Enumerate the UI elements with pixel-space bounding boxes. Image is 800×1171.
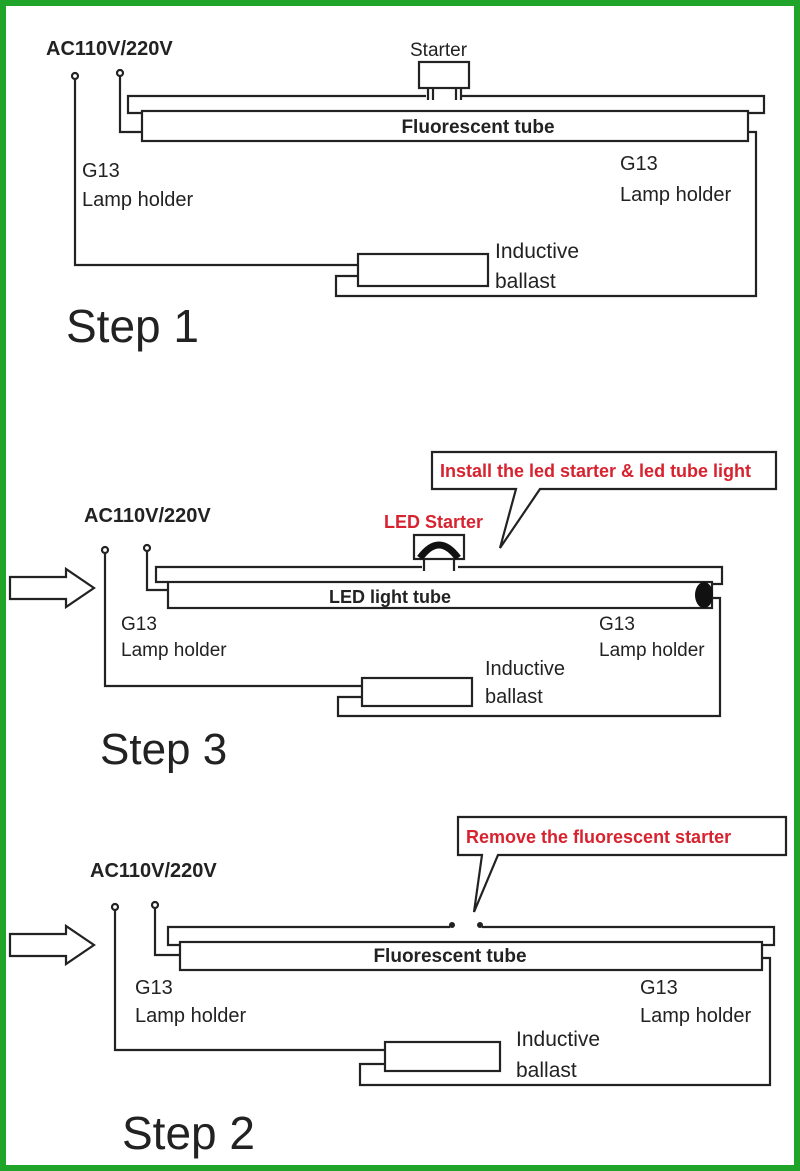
inductive-ballast bbox=[383, 1040, 502, 1073]
step-3-title: Step 3 bbox=[100, 725, 227, 774]
arrow-step-3 bbox=[8, 566, 96, 610]
wire-starter-right bbox=[458, 565, 724, 586]
left-holder-g13: G13 bbox=[121, 614, 157, 635]
inductive-ballast bbox=[360, 676, 474, 708]
callout-install bbox=[430, 450, 778, 549]
power-label: AC110V/220V bbox=[84, 505, 211, 527]
starter bbox=[417, 60, 471, 90]
wire-ac-to-tube bbox=[153, 908, 180, 957]
power-terminal-right bbox=[115, 68, 125, 78]
callout-remove-text: Remove the fluorescent starter bbox=[466, 827, 731, 847]
power-terminal-left bbox=[100, 545, 110, 555]
led-starter-dome bbox=[417, 541, 461, 561]
power-terminal-left bbox=[70, 71, 80, 81]
ballast-label-2: ballast bbox=[495, 270, 556, 293]
wire-starter-left-open bbox=[166, 925, 450, 947]
ballast-label-2: ballast bbox=[485, 686, 543, 708]
step-2-title: Step 2 bbox=[122, 1107, 255, 1159]
starter-contact-right bbox=[477, 922, 483, 928]
wire-ac-to-tube bbox=[118, 76, 142, 134]
wire-ac-to-ballast bbox=[103, 553, 362, 688]
right-holder-g13: G13 bbox=[599, 614, 635, 635]
wire-tube-to-ballast bbox=[358, 956, 772, 1087]
callout-remove bbox=[456, 815, 788, 913]
tube-label: Fluorescent tube bbox=[373, 946, 526, 967]
led-starter-pins bbox=[422, 559, 456, 571]
ballast-label-1: Inductive bbox=[516, 1028, 600, 1051]
led-starter-label: LED Starter bbox=[384, 512, 483, 532]
power-terminal-right bbox=[142, 543, 152, 553]
right-holder-label: Lamp holder bbox=[640, 1005, 752, 1027]
ballast-label-2: ballast bbox=[516, 1059, 577, 1082]
fluorescent-tube bbox=[140, 109, 750, 143]
tube-label: LED light tube bbox=[329, 587, 451, 607]
wire-starter-left bbox=[154, 565, 422, 584]
power-label: AC110V/220V bbox=[90, 860, 217, 882]
wire-tube-to-ballast bbox=[334, 130, 758, 298]
right-holder-label: Lamp holder bbox=[620, 184, 732, 206]
starter-label: Starter bbox=[410, 40, 468, 61]
left-holder-g13: G13 bbox=[135, 977, 173, 999]
wire-starter-right-open bbox=[482, 925, 776, 947]
right-holder-label: Lamp holder bbox=[599, 640, 705, 661]
step-3-diagram: Install the led starter & led tube light… bbox=[8, 450, 778, 774]
power-terminal-right bbox=[150, 900, 160, 910]
step-1-title: Step 1 bbox=[66, 300, 199, 352]
fluorescent-tube bbox=[178, 940, 764, 972]
starter-contact-left bbox=[449, 922, 455, 928]
wire-starter-left bbox=[126, 94, 426, 115]
led-tube-end-cap bbox=[695, 582, 713, 608]
left-holder-g13: G13 bbox=[82, 160, 120, 182]
right-holder-g13: G13 bbox=[620, 153, 658, 175]
inductive-ballast bbox=[356, 252, 490, 288]
tube-label: Fluorescent tube bbox=[401, 117, 554, 138]
step-1-diagram: AC110V/220V Starter Fluorescent tube G13… bbox=[46, 38, 766, 352]
wire-starter-right bbox=[462, 94, 766, 115]
wire-ac-to-tube bbox=[145, 551, 168, 592]
led-light-tube bbox=[166, 580, 714, 610]
left-holder-label: Lamp holder bbox=[135, 1005, 247, 1027]
ballast-label-1: Inductive bbox=[495, 240, 579, 263]
power-label: AC110V/220V bbox=[46, 38, 173, 60]
arrow-step-2 bbox=[8, 923, 96, 967]
wire-tube-to-ballast bbox=[336, 596, 722, 718]
wire-ac-to-ballast bbox=[73, 79, 358, 267]
starter-pins bbox=[426, 88, 463, 100]
step-2-diagram: Remove the fluorescent starter AC110V/22… bbox=[8, 815, 788, 1159]
left-holder-label: Lamp holder bbox=[121, 640, 227, 661]
callout-install-text: Install the led starter & led tube light bbox=[440, 461, 751, 481]
ballast-label-1: Inductive bbox=[485, 658, 565, 680]
left-holder-label: Lamp holder bbox=[82, 189, 194, 211]
right-holder-g13: G13 bbox=[640, 977, 678, 999]
power-terminal-left bbox=[110, 902, 120, 912]
wire-ac-to-ballast bbox=[113, 910, 385, 1052]
